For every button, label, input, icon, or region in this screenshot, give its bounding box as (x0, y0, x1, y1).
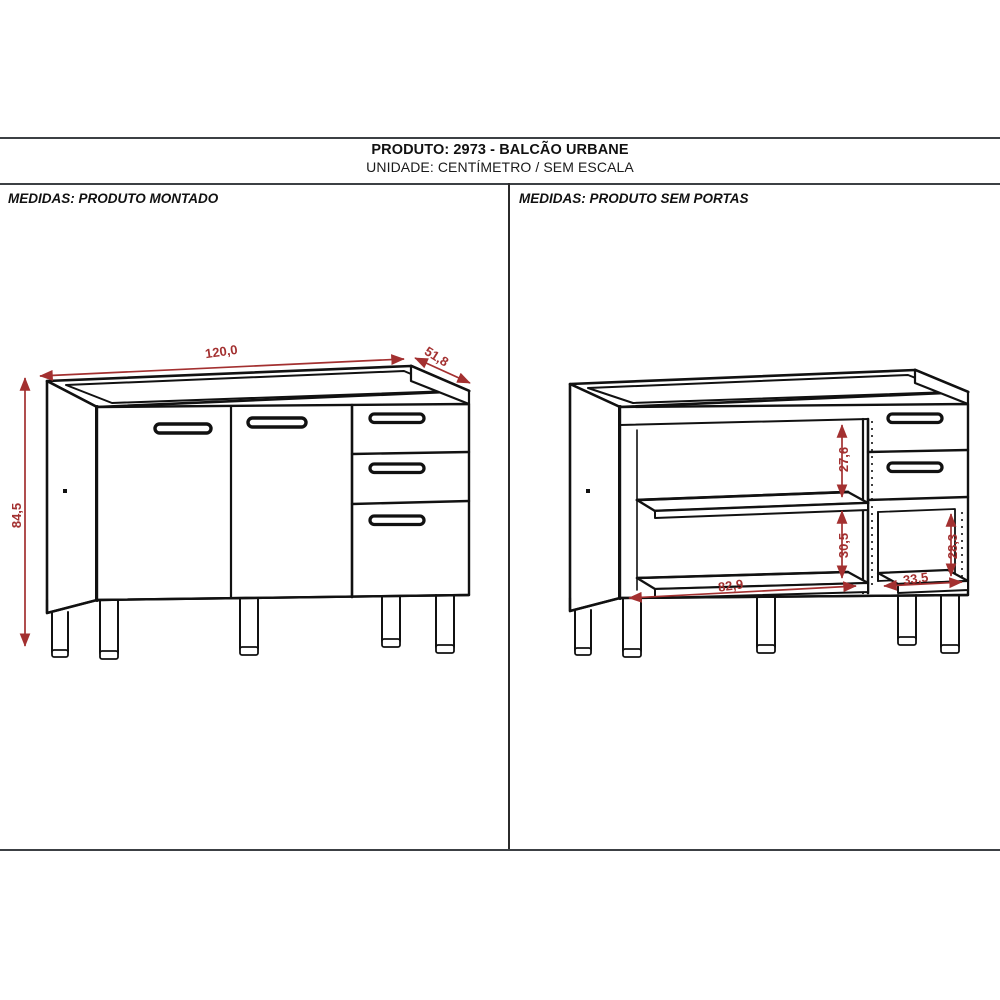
dim-label-side-bay-height: 28,3 (945, 533, 961, 560)
frame-rule-top (0, 137, 1000, 139)
left-panel-caption: MEDIDAS: PRODUTO MONTADO (8, 191, 219, 206)
dim-label-upper-shelf: 27,6 (836, 446, 852, 473)
title-block: PRODUTO: 2973 - BALCÃO URBANE UNIDADE: C… (0, 141, 1000, 177)
right-panel-caption: MEDIDAS: PRODUTO SEM PORTAS (519, 191, 749, 206)
frame-rule-bottom (0, 849, 1000, 851)
frame-divider-vertical (508, 183, 510, 849)
frame-rule-under-title (0, 183, 1000, 185)
unit-scale-line: UNIDADE: CENTÍMETRO / SEM ESCALA (366, 159, 634, 176)
product-title: PRODUTO: 2973 - BALCÃO URBANE (371, 142, 629, 158)
dim-label-lower-shelf: 30,5 (836, 532, 852, 559)
